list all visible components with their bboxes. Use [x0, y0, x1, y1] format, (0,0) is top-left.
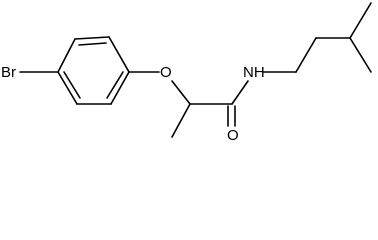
ring-bond-6 — [57, 38, 76, 73]
bromine-atom-label: Br — [1, 64, 16, 81]
bond-chain-branch-down — [349, 37, 372, 73]
bond-chain-branch-up — [349, 2, 372, 39]
ring-bond-5 — [57, 71, 78, 105]
ring-inner-double-1 — [78, 42, 107, 46]
ring-inner-double-2 — [106, 71, 124, 99]
amide-nitrogen-atom-label: NH — [243, 64, 265, 81]
ether-oxygen-atom-label: O — [160, 64, 172, 81]
carbonyl-oxygen-atom-label: O — [227, 127, 239, 144]
ring-bond-1 — [74, 36, 110, 40]
aromatic-ring — [57, 36, 130, 105]
bond-alpha-carbon-methyl — [171, 103, 191, 138]
molecule-structure: Br O O NH — [1, 2, 372, 144]
bond-chain-1 — [295, 37, 317, 73]
ring-inner-double-3 — [63, 71, 81, 99]
ring-bond-2 — [108, 36, 130, 73]
ring-bond-3 — [110, 71, 130, 105]
bond-oxygen-alpha-carbon — [171, 80, 191, 105]
bond-carbonyl-nitrogen — [231, 80, 249, 105]
